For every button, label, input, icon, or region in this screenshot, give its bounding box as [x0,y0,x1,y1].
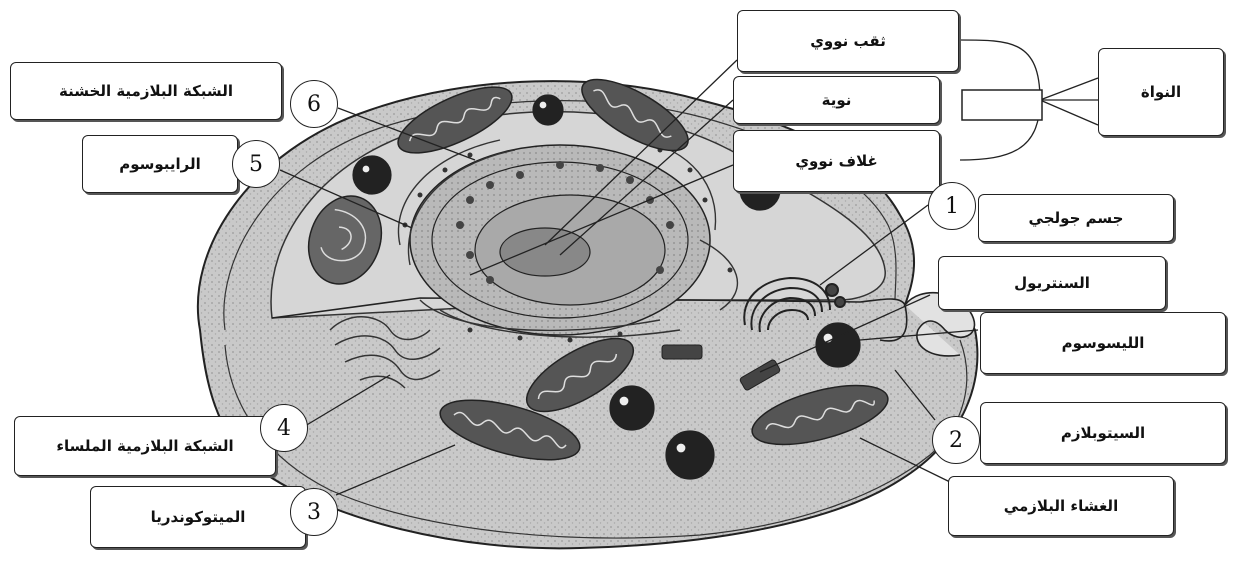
label-golgi: جسم جولجي [978,194,1174,242]
number-circle-4: 4 [260,404,308,452]
label-smooth-er: الشبكة البلازمية الملساء [14,416,276,476]
number-circle-5: 5 [232,140,280,188]
label-nucleus: النواة [1098,48,1224,136]
number-circle-2: 2 [932,416,980,464]
label-nuclear-envelope: غلاف نووي [733,130,940,192]
label-centriole: السنتريول [938,256,1166,310]
label-rough-er: الشبكة البلازمية الخشنة [10,62,282,120]
label-ribosome: الرايبوسوم [82,135,238,193]
label-mitochondria: الميتوكوندريا [90,486,306,548]
number-circle-3: 3 [290,488,338,536]
label-nuclear-pore: ثقب نووي [737,10,959,72]
label-plasma-membrane: الغشاء البلازمي [948,476,1174,536]
label-cytoplasm: السيتوبلازم [980,402,1226,464]
number-circle-1: 1 [928,182,976,230]
nucleus-bracket-box [962,90,1042,120]
label-lysosome: الليسوسوم [980,312,1226,374]
label-nucleolus: نوية [733,76,940,124]
number-circle-6: 6 [290,80,338,128]
